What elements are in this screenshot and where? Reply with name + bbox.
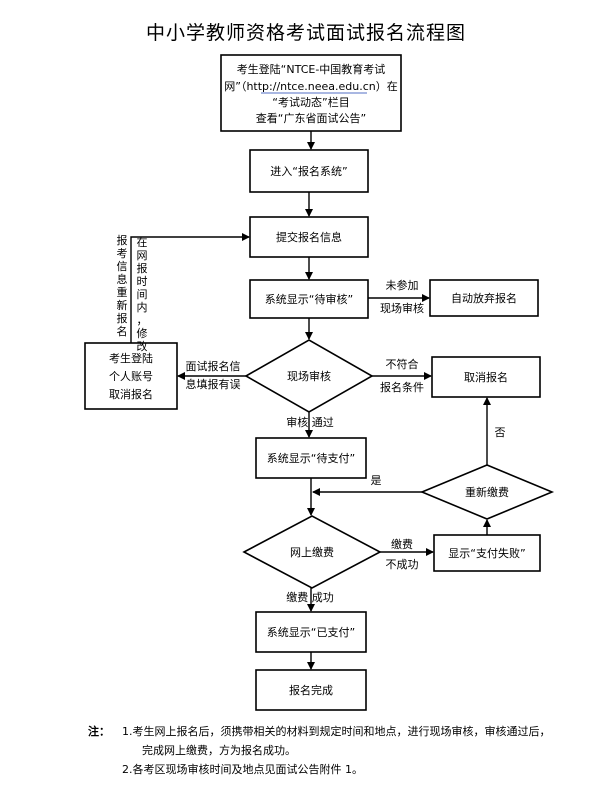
modify-right-char: 改 <box>137 339 148 353</box>
login-portal-line-4: 查看“广东省面试公告” <box>256 111 366 125</box>
note-item-2: 2.各考区现场审核时间及地点见面试公告附件 1。 <box>122 763 363 776</box>
login-portal-line-2: 网”（http://ntce.neea.edu.cn）在 <box>224 80 397 93</box>
paid-label: 系统显示“已支付” <box>267 626 355 639</box>
modify-left-char: 报 <box>117 311 128 325</box>
enter-system-label: 进入“报名系统” <box>270 164 347 178</box>
modify-left-char: 报 <box>117 233 128 247</box>
edge-not-qualify-1: 不符合 <box>386 357 419 371</box>
node-cancel-reg: 取消报名 <box>431 356 541 398</box>
node-submit-info: 提交报名信息 <box>249 216 369 258</box>
repay-label: 重新缴费 <box>465 485 509 499</box>
node-pending-pay: 系统显示“待支付” <box>255 437 367 479</box>
node-pending-review: 系统显示“待审核” <box>249 279 369 319</box>
node-auto-abandon: 自动放弃报名 <box>429 279 539 317</box>
node-cancel-account: 考生登陆 个人账号 取消报名 <box>84 342 178 410</box>
node-done: 报名完成 <box>255 669 367 711</box>
node-online-pay: 网上缴费 <box>242 515 382 589</box>
cancel-account-line-2: 个人账号 <box>109 370 153 383</box>
node-paid: 系统显示“已支付” <box>255 611 367 653</box>
cancel-account-line-3: 取消报名 <box>109 387 153 401</box>
node-pay-fail: 显示“支付失败” <box>433 534 541 572</box>
node-site-review: 现场审核 <box>244 339 374 413</box>
modify-right-char: ， <box>137 314 148 327</box>
cancel-reg-label: 取消报名 <box>464 370 508 384</box>
node-login-portal: 考生登陆“NTCE-中国教育考试 网”（http://ntce.neea.edu… <box>220 54 402 132</box>
cancel-account-line-1: 考生登陆 <box>109 351 153 365</box>
pending-review-label: 系统显示“待审核” <box>265 292 353 306</box>
edge-review-pass: 审核 通过 <box>286 415 334 429</box>
site-review-label: 现场审核 <box>287 369 331 383</box>
edge-info-error-1: 面试报名信 <box>186 359 241 373</box>
modify-right-char: 内 <box>137 300 148 314</box>
arrow-account-to-submit <box>130 233 250 343</box>
edge-retry-no: 否 <box>495 426 506 439</box>
login-portal-line-3: “考试动态”栏目 <box>272 95 349 109</box>
modify-left-char: 重 <box>117 285 128 299</box>
edge-pay-failed-2: 不成功 <box>386 558 419 571</box>
edge-info-error-2: 息填报有误 <box>186 377 241 391</box>
modify-right-char: 修 <box>137 326 148 340</box>
modify-right-char: 在 <box>137 236 148 249</box>
online-pay-label: 网上缴费 <box>290 545 334 559</box>
edge-not-attend-2: 现场审核 <box>380 301 424 315</box>
edge-modify-left: 报 考 信 息 重 新 报 名 <box>117 233 128 338</box>
edge-pay-failed-1: 缴费 <box>391 537 413 551</box>
edge-not-qualify-2: 报名条件 <box>380 380 424 394</box>
modify-left-char: 息 <box>117 272 128 286</box>
done-label: 报名完成 <box>289 683 333 697</box>
edge-retry-yes: 是 <box>371 474 382 487</box>
modify-right-char: 时 <box>137 275 148 288</box>
pending-pay-label: 系统显示“待支付” <box>267 451 355 465</box>
note-item-1-line-2: 完成网上缴费，方为报名成功。 <box>142 744 296 757</box>
edge-not-attend-1: 未参加 <box>386 278 419 292</box>
edge-modify-right: 在 网 报 时 间 内 ， 修 改 <box>137 236 148 353</box>
modify-left-char: 考 <box>117 247 128 260</box>
pay-fail-label: 显示“支付失败” <box>448 546 525 560</box>
modify-left-char: 信 <box>117 260 128 273</box>
edge-pay-success: 缴费 成功 <box>286 590 334 604</box>
modify-left-char: 新 <box>117 298 128 312</box>
submit-info-label: 提交报名信息 <box>276 230 342 244</box>
login-portal-line-1: 考生登陆“NTCE-中国教育考试 <box>237 62 386 76</box>
modify-right-char: 间 <box>137 288 148 301</box>
notes: 注： 1.考生网上报名后，须携带相关的材料到规定时间和地点，进行现场审核，审核通… <box>88 722 596 779</box>
note-item-1-line-1: 1.考生网上报名后，须携带相关的材料到规定时间和地点，进行现场审核，审核通过后， <box>122 725 551 738</box>
node-enter-system: 进入“报名系统” <box>249 149 369 193</box>
node-repay: 重新缴费 <box>419 464 555 520</box>
notes-label: 注： <box>88 725 110 738</box>
auto-abandon-label: 自动放弃报名 <box>451 291 517 305</box>
modify-left-char: 名 <box>117 324 128 338</box>
modify-right-char: 报 <box>137 261 148 275</box>
page-title: 中小学教师资格考试面试报名流程图 <box>145 22 466 44</box>
modify-right-char: 网 <box>137 249 148 262</box>
